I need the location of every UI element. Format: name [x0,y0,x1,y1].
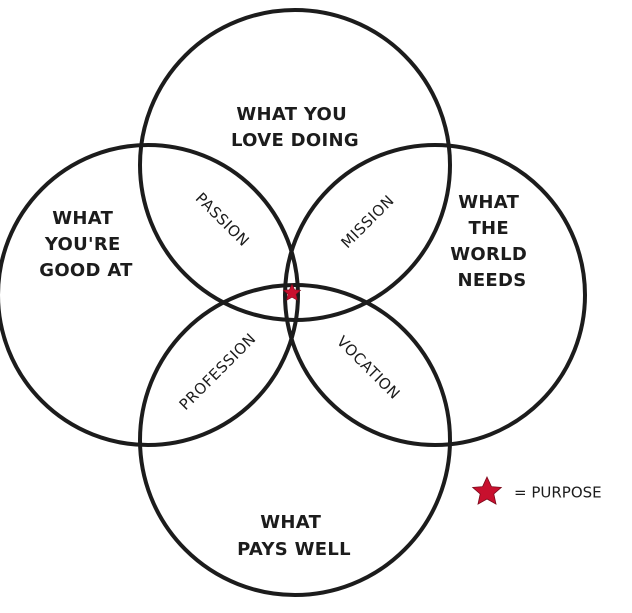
label-love-doing: WHAT YOU LOVE DOING [231,104,359,151]
purpose-star-icon [282,283,302,301]
label-good-at: WHAT YOU'RE GOOD AT [39,208,133,281]
overlap-label-mission: MISSION [337,191,397,251]
circle-good-at [0,143,300,447]
circle-world-needs [283,143,587,447]
circle-pays-well [138,283,452,597]
legend-text: = PURPOSE [514,484,602,502]
legend: = PURPOSE [471,476,602,505]
label-world-needs: WHAT THE WORLD NEEDS [450,192,534,291]
star-icon [471,476,503,505]
overlap-label-vocation: VOCATION [333,332,404,403]
label-pays-well: WHAT PAYS WELL [237,512,351,560]
overlap-label-profession: PROFESSION [176,330,260,414]
overlap-label-passion: PASSION [192,189,253,250]
